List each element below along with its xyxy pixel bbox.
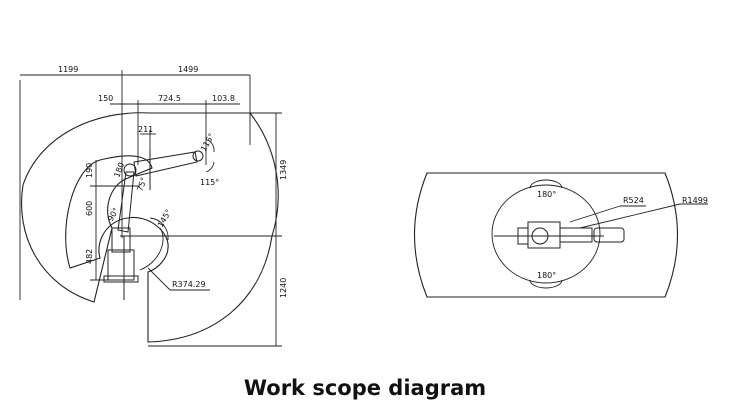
radius-r1499: R1499: [682, 196, 708, 205]
angle-145: 145°: [156, 208, 173, 229]
dim-1199: 1199: [58, 65, 78, 74]
top-robot-arm: [559, 227, 593, 243]
dim-211: 211: [138, 125, 153, 134]
top-robot-base: [527, 221, 561, 249]
top-robot: [517, 221, 625, 249]
side-workspace-envelope: [21, 112, 279, 343]
robot-wrist: [192, 150, 204, 162]
leader-r524: [569, 205, 621, 223]
top-angle-180-bottom: 180°: [537, 271, 556, 280]
angle-115-bottom: 115°: [200, 178, 219, 187]
dim-600: 600: [85, 201, 94, 216]
top-angle-arc-top: [529, 179, 563, 189]
side-view: [19, 70, 282, 347]
dim-150: 150: [98, 94, 113, 103]
robot-base-foot: [103, 275, 139, 283]
top-robot-turret: [531, 227, 549, 245]
angle-75: 75°: [135, 176, 148, 192]
top-angle-arc-bottom: [529, 279, 563, 289]
top-view-labels: 180° 180° R524 R1499: [537, 190, 708, 280]
robot-lower-arm: [117, 171, 135, 233]
figure-caption: Work scope diagram: [243, 376, 487, 400]
dim-1240: 1240: [279, 278, 288, 298]
top-angle-180-top: 180°: [537, 190, 556, 199]
radius-r374-29: R374.29: [172, 280, 206, 289]
top-robot-forearm: [593, 227, 625, 243]
dim-1499: 1499: [178, 65, 198, 74]
robot-upper-arm: [133, 151, 198, 177]
top-inner-circle: [491, 184, 601, 284]
robot-base: [107, 249, 135, 281]
robot-elbow: [123, 163, 137, 177]
dim-103-8: 103.8: [212, 94, 235, 103]
side-dimension-labels: 1199 1499 150 724.5 103.8 211 1349 1240 …: [58, 65, 288, 298]
side-inner-arc: [139, 227, 164, 271]
angle-arc-115-top: [207, 139, 215, 153]
dim-724-5: 724.5: [158, 94, 181, 103]
top-robot-motor: [517, 227, 529, 245]
radius-leader: [147, 267, 171, 291]
side-robot-arm: [103, 150, 204, 300]
robot-shoulder: [111, 227, 131, 253]
top-view: [413, 172, 708, 298]
side-angle-labels: 115° 115° 180 75° 90° 145° R374.29: [106, 132, 219, 289]
dim-1349: 1349: [279, 160, 288, 180]
leader-r1499: [579, 203, 681, 229]
angle-arc-145: [149, 217, 169, 241]
angle-arc-115-bottom: [205, 161, 215, 173]
top-outer-boundary: [413, 172, 679, 298]
dim-482: 482: [85, 249, 94, 264]
dim-190: 190: [85, 163, 94, 178]
radius-r524: R524: [623, 196, 644, 205]
